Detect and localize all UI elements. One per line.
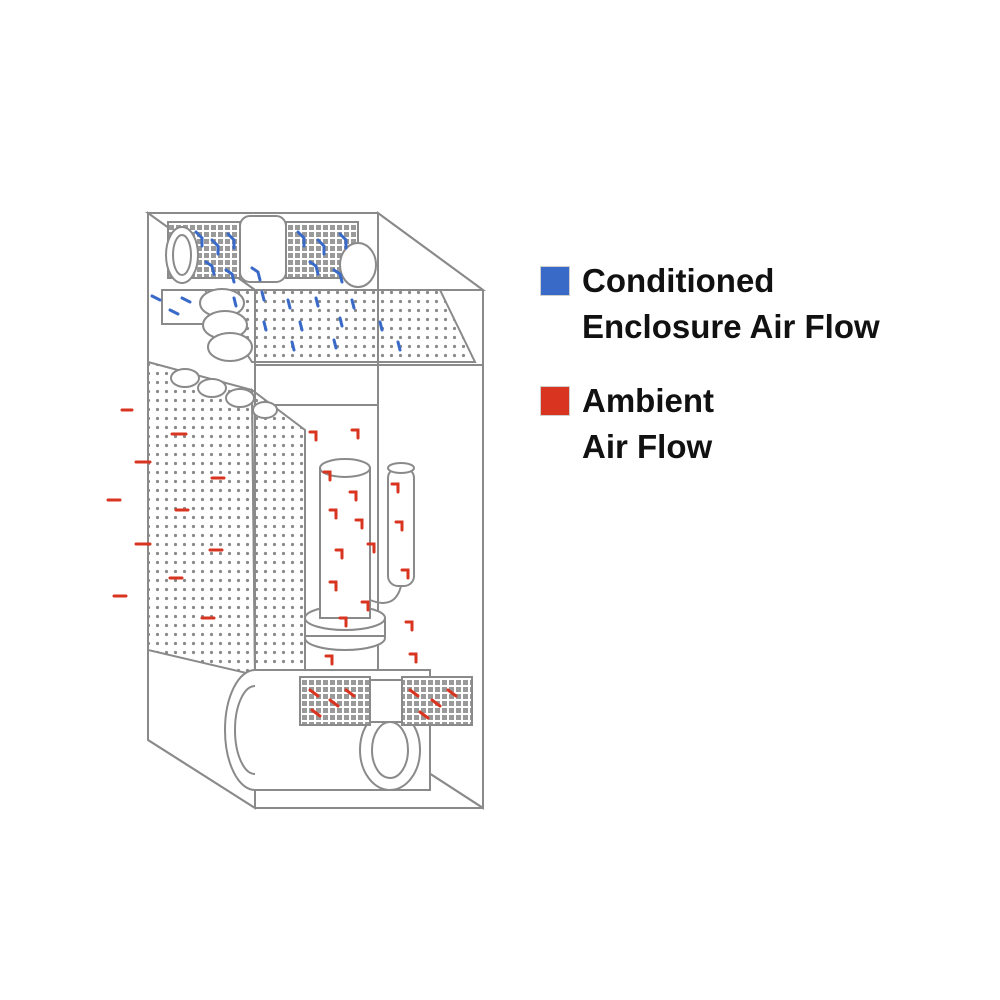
condenser-coil	[147, 360, 306, 677]
ambient-air-flow-arrow	[334, 548, 344, 560]
conditioned-air-flow-arrow	[286, 298, 292, 310]
ambient-air-flow-arrow	[418, 710, 430, 720]
conditioned-air-flow-arrow	[298, 320, 304, 332]
conditioned-air-flow-arrow	[180, 296, 192, 304]
ambient-air-flow-arrow	[308, 688, 320, 698]
conditioned-swatch	[540, 266, 570, 296]
ambient-label-line1: Ambient	[582, 382, 714, 419]
condenser-blower	[224, 669, 473, 791]
ambient-air-flow-arrow	[328, 698, 340, 708]
ambient-air-flow-arrow	[310, 708, 322, 718]
conditioned-air-flow-arrow	[232, 296, 238, 308]
ambient-label-line2: Air Flow	[582, 428, 713, 465]
conditioned-air-flow-arrow	[224, 268, 236, 284]
ambient-air-flow-arrow	[344, 688, 356, 698]
conditioned-air-flow-arrow	[396, 340, 402, 352]
conditioned-air-flow-arrow	[210, 238, 220, 256]
conditioned-air-flow-arrow	[168, 308, 180, 316]
ambient-air-flow-arrows	[106, 408, 458, 720]
conditioned-air-flow-arrow	[260, 290, 266, 302]
ambient-air-flow-arrow	[354, 518, 364, 530]
ambient-air-flow-arrow	[408, 652, 418, 664]
conditioned-air-flow-arrow	[332, 338, 338, 350]
ambient-air-flow-arrow	[328, 508, 338, 520]
ambient-air-flow-arrow	[430, 698, 442, 708]
conditioned-air-flow-arrow	[296, 230, 306, 248]
conditioned-air-flow-arrow	[350, 298, 356, 310]
ambient-air-flow-arrow	[308, 430, 318, 442]
conditioned-air-flow-arrows	[150, 230, 402, 352]
conditioned-label-line1: Conditioned	[582, 262, 775, 299]
ambient-air-flow-arrow	[404, 620, 414, 632]
conditioned-air-flow-arrow	[250, 266, 262, 282]
ambient-air-flow-arrow	[400, 568, 410, 580]
ambient-air-flow-arrow	[324, 654, 334, 666]
ambient-air-flow-arrow	[360, 600, 370, 612]
ambient-air-flow-arrow	[408, 688, 420, 698]
ambient-air-flow-arrow	[350, 428, 360, 440]
conditioned-air-flow-arrow	[262, 320, 268, 332]
ambient-swatch	[540, 386, 570, 416]
legend-item-ambient: Ambient Air Flow	[540, 378, 980, 470]
legend: Conditioned Enclosure Air Flow Ambient A…	[540, 258, 980, 498]
ambient-air-flow-arrow	[366, 542, 376, 554]
ambient-air-flow-arrow	[446, 688, 458, 698]
conditioned-label-line2: Enclosure Air Flow	[582, 308, 880, 345]
conditioned-air-flow-arrow	[338, 232, 348, 250]
ambient-air-flow-arrow	[394, 520, 404, 532]
evaporator-coil	[199, 288, 477, 363]
legend-item-conditioned: Conditioned Enclosure Air Flow	[540, 258, 980, 350]
ambient-air-flow-arrow	[390, 482, 400, 494]
conditioned-air-flow-arrow	[332, 268, 344, 284]
ambient-air-flow-arrow	[348, 490, 358, 502]
conditioned-air-flow-arrow	[204, 260, 216, 276]
conditioned-air-flow-arrow	[290, 340, 296, 352]
conditioned-air-flow-arrow	[194, 230, 204, 248]
conditioned-air-flow-arrow	[226, 232, 236, 250]
ambient-air-flow-arrow	[328, 580, 338, 592]
ambient-air-flow-arrow	[322, 470, 332, 482]
ambient-air-flow-arrow	[338, 616, 348, 628]
conditioned-air-flow-arrow	[338, 316, 344, 328]
conditioned-air-flow-arrow	[314, 296, 320, 308]
conditioned-air-flow-arrow	[378, 320, 384, 332]
conditioned-air-flow-arrow	[316, 238, 326, 256]
conditioned-air-flow-arrow	[150, 294, 162, 302]
conditioned-air-flow-arrow	[308, 260, 320, 276]
